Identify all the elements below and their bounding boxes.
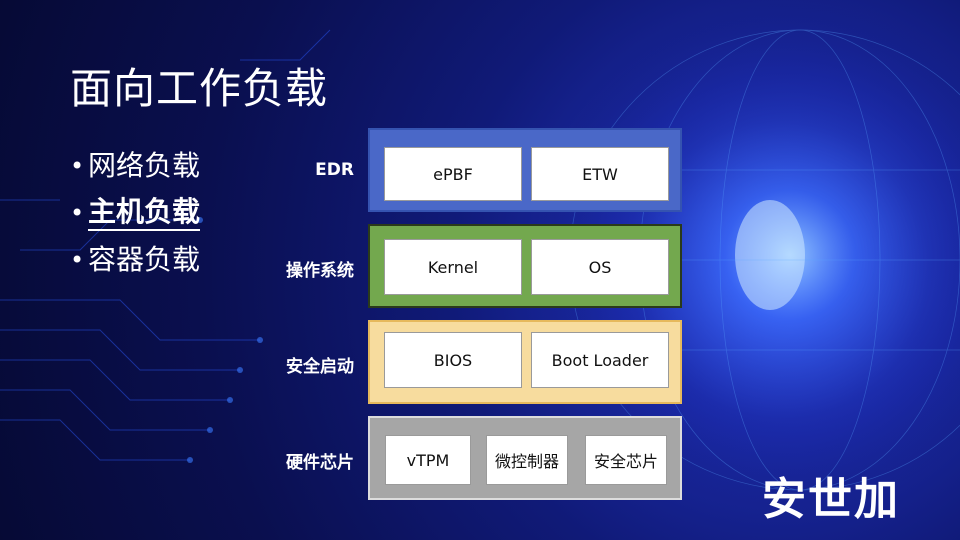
layer-item: BIOS [384,332,522,388]
bullet-marker: • [70,246,85,274]
circuit-lines [0,29,331,461]
layer-item: ETW [531,147,669,201]
bullet-text: 网络负载 [88,149,201,182]
bullet-text: 容器负载 [88,243,201,276]
layer-item: 安全芯片 [585,435,667,485]
circuit-nodes [187,217,263,463]
bullet-marker: • [70,152,85,180]
layer-hardware: vTPM 微控制器 安全芯片 [368,416,682,500]
layer-item: Kernel [384,239,522,295]
layer-item: vTPM [385,435,471,485]
layer-label-hardware: 硬件芯片 [286,453,354,473]
layer-label-edr: EDR [315,160,354,180]
slide-title: 面向工作负载 [70,64,329,113]
layer-os: Kernel OS [368,224,682,308]
bullet-list: • 网络负载 • 主机负载 • 容器负载 [70,148,201,289]
bullet-item-network: • 网络负载 [70,148,200,195]
layer-secure-boot: BIOS Boot Loader [368,320,682,404]
layer-item: OS [531,239,669,295]
bullet-text: 主机负载 [88,195,201,231]
bullet-item-host: • 主机负载 [70,195,201,242]
layer-edr: ePBF ETW [368,128,682,212]
layer-label-secure-boot: 安全启动 [286,357,354,377]
brand-logo: 安世加 [762,474,900,525]
layer-label-os: 操作系统 [286,261,354,281]
bullet-item-container: • 容器负载 [70,242,200,289]
bullet-marker: • [70,199,85,227]
globe-highlight [735,200,805,310]
layer-item: ePBF [384,147,522,201]
layer-item: Boot Loader [531,332,669,388]
layer-item: 微控制器 [486,435,568,485]
